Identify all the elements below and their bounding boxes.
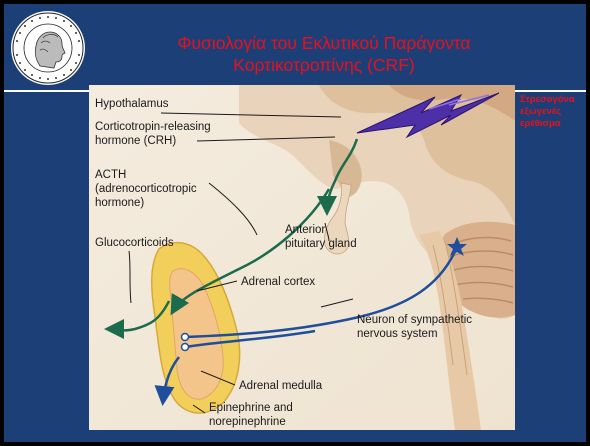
stress-line-1: Στρεσογόνα [520,94,586,106]
label-glucocorticoids: Glucocorticoids [95,237,174,249]
stress-line-2: εξωγενές [520,106,586,118]
label-neuron-2: nervous system [357,328,438,340]
label-epinephrine-2: norepinephrine [209,416,286,428]
label-acth-3: hormone) [95,197,144,209]
axon-terminal [182,334,189,341]
label-hypothalamus: Hypothalamus [95,98,169,110]
stress-line-3: ερέθισμα [520,118,586,130]
label-crh-2: hormone (CRH) [95,135,176,147]
hpa-axis-diagram: Hypothalamus Corticotropin-releasing hor… [89,85,515,430]
label-acth-1: ACTH [95,169,126,181]
university-seal-icon [10,10,86,86]
slide-header: Φυσιολογία του Εκλυτικού Παράγοντα Κορτι… [4,4,586,90]
axon-terminal-2 [182,344,189,351]
stress-stimulus-label: Στρεσογόνα εξωγενές ερέθισμα [520,94,586,130]
label-epinephrine-1: Epinephrine and [209,402,293,414]
title-line-2: Κορτικοτροπίνης (CRF) [104,54,544,76]
label-anterior-1: Anterior [285,224,325,236]
label-acth-2: (adrenocorticotropic [95,183,197,195]
label-adrenal-medulla: Adrenal medulla [239,380,323,392]
title-line-1: Φυσιολογία του Εκλυτικού Παράγοντα [104,32,544,54]
label-adrenal-cortex: Adrenal cortex [241,276,315,288]
label-crh-1: Corticotropin-releasing [95,121,211,133]
label-anterior-2: pituitary gland [285,238,357,250]
slide-title: Φυσιολογία του Εκλυτικού Παράγοντα Κορτι… [104,32,544,76]
label-neuron-1: Neuron of sympathetic [357,314,472,326]
